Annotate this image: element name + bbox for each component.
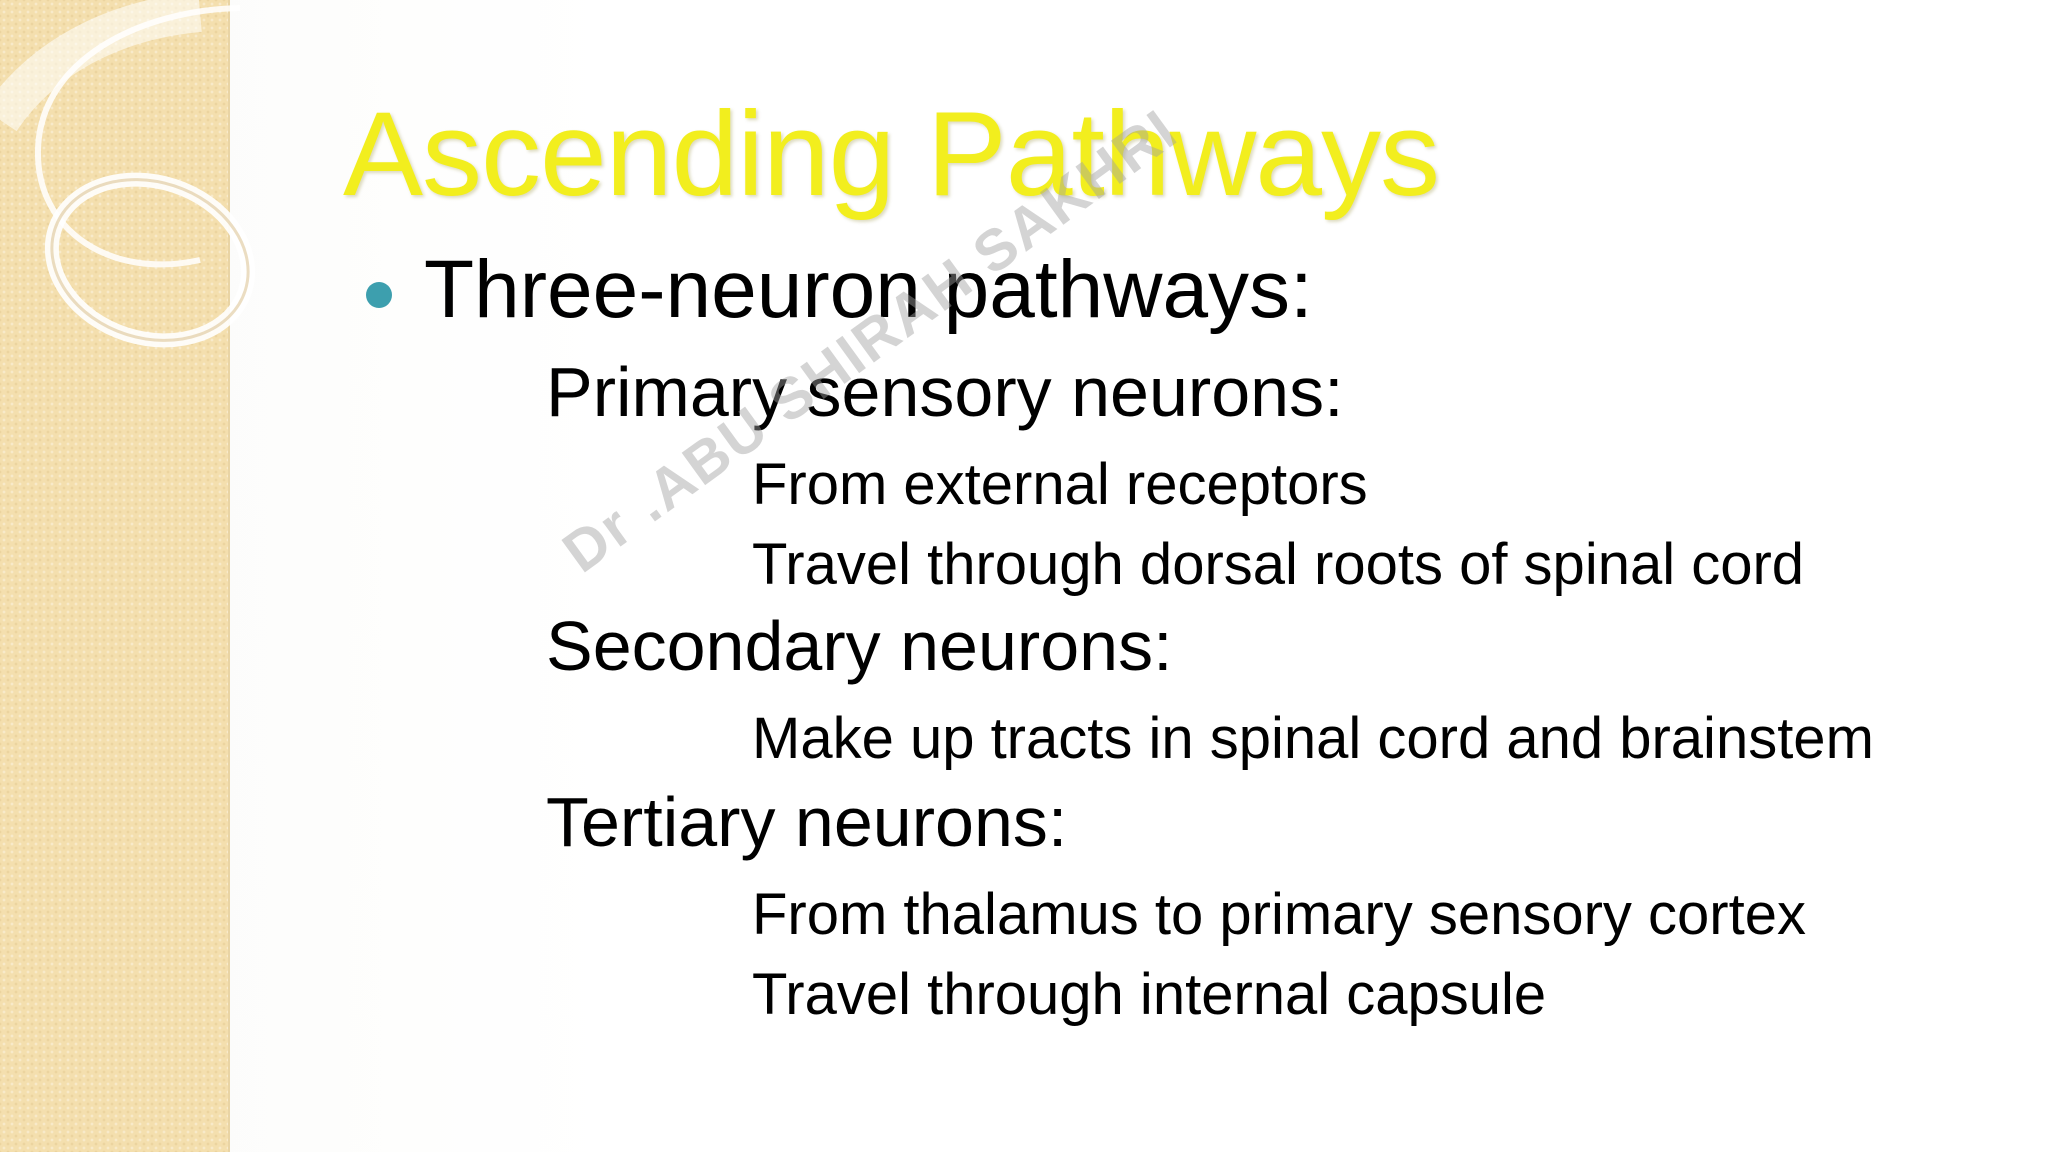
section-item: Travel through internal capsule bbox=[752, 962, 1547, 1027]
slide-title: Ascending Pathways bbox=[343, 87, 1440, 221]
main-bullet-text: Three-neuron pathways: bbox=[424, 244, 1313, 335]
section-item: Make up tracts in spinal cord and brains… bbox=[752, 706, 1874, 771]
section-item: From thalamus to primary sensory cortex bbox=[752, 882, 1806, 947]
section-heading-primary: Primary sensory neurons: bbox=[546, 353, 1344, 431]
section-heading-secondary: Secondary neurons: bbox=[546, 607, 1173, 685]
bullet-dot-icon bbox=[366, 282, 392, 308]
decorative-rings bbox=[0, 0, 256, 348]
section-item: From external receptors bbox=[752, 452, 1368, 517]
section-item: Travel through dorsal roots of spinal co… bbox=[752, 532, 1805, 597]
section-heading-tertiary: Tertiary neurons: bbox=[546, 783, 1068, 861]
